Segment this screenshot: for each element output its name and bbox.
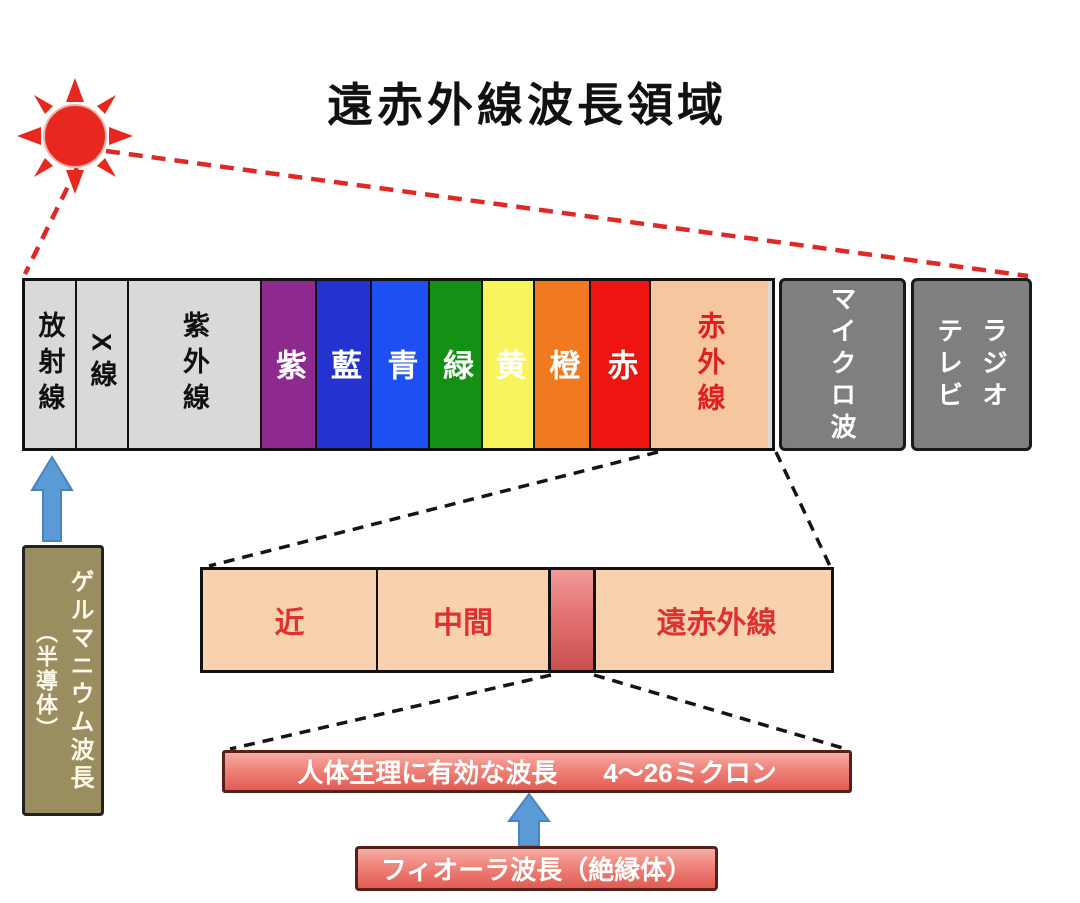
red-dashed-line-left [22,167,80,275]
segment-label: 赤 [602,349,638,380]
segment-label: 青 [382,349,418,380]
tv-label: テレビ [933,316,964,413]
black-dashed-connector [208,450,659,568]
segment-label: 紫外線 [179,310,209,419]
germanium-label: ゲルマニウム波長 [66,568,93,793]
spectrum-segment-infrared: 赤外線 [651,281,768,448]
segment-label: 放射線 [34,310,65,419]
sun-icon [17,78,133,194]
spectrum-segment-indigo: 藍 [317,281,372,448]
spectrum-segment-violet: 紫 [262,281,317,448]
spectrum-segment-orange: 橙 [535,281,591,448]
microwave-box: マイクロ波 [779,278,906,451]
germanium-arrow-icon [30,455,74,542]
effective-wavelength-range: 4～26ミクロン [603,758,777,788]
black-dashed-connector [774,451,832,567]
fiora-label: フィオーラ波長（絶縁体） [380,855,693,885]
spectrum-segment-yellow: 黄 [483,281,535,448]
highlight-red-band [548,570,596,670]
middle-infrared-segment: 中間 [433,607,493,640]
spectrum-segment-blue: 青 [372,281,430,448]
black-dashed-connector [229,673,552,751]
red-dashed-line-right [105,148,1029,279]
radio-label: ラジオ [978,316,1009,413]
spectrum-segment-red: 赤 [591,281,651,448]
far-infrared-segment: 遠赤外線 [656,607,777,640]
infrared-subdivision-bar: 近 中間 遠赤外線 [200,567,834,673]
germanium-sub-label: （半導体） [33,620,58,741]
segment-label: 紫 [271,349,306,380]
radio-tv-box: ラジオ テレビ [911,278,1032,451]
spectrum-segment-xray: X線 [77,281,129,448]
segment-label: X線 [86,332,117,396]
segment-label: 橙 [544,349,580,380]
segment-label: 緑 [438,349,473,380]
page-title: 遠赤外線波長領域 [327,79,727,131]
segment-label: 黄 [490,349,526,380]
black-dashed-connector [593,673,847,751]
segment-label: 赤外線 [694,310,726,419]
effective-wavelength-bar: 人体生理に有効な波長 4～26ミクロン [222,750,852,793]
segment-label: 藍 [326,349,361,380]
segment-divider [376,570,378,670]
spectrum-segment-radiation: 放射線 [25,281,77,448]
microwave-label: マイクロ波 [827,284,857,445]
spectrum-segment-green: 緑 [430,281,483,448]
fiora-arrow-icon [507,792,551,847]
spectrum-bar: 放射線 X線 紫外線 紫 藍 青 緑 黄 橙 赤 赤外線 [22,278,775,451]
near-infrared-segment: 近 [274,607,305,640]
spectrum-segment-ultraviolet: 紫外線 [129,281,262,448]
fiora-box: フィオーラ波長（絶縁体） [355,846,718,891]
effective-wavelength-label: 人体生理に有効な波長 [297,758,558,788]
germanium-box: ゲルマニウム波長 （半導体） [22,545,104,816]
